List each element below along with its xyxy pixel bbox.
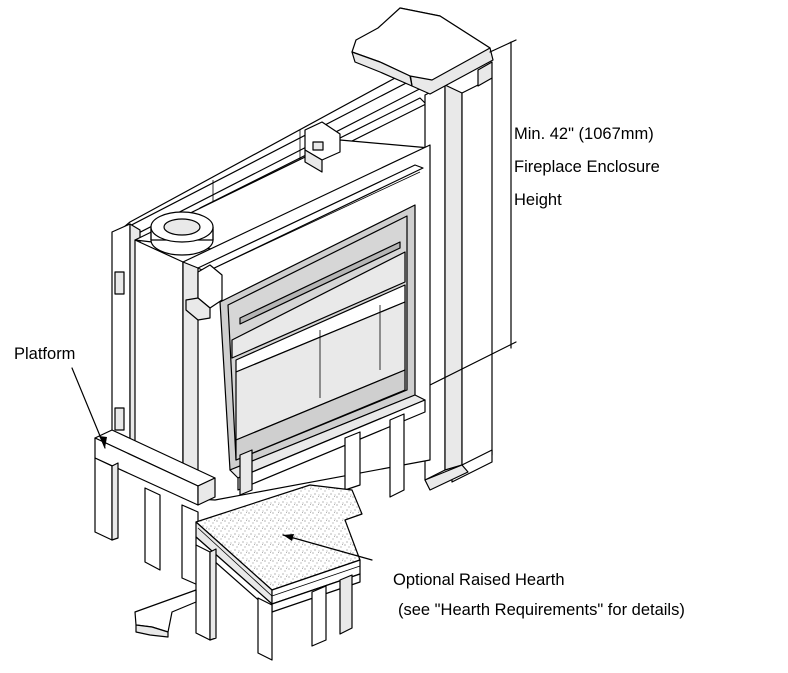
- raised-hearth: [134, 484, 363, 661]
- firebox: [219, 204, 426, 491]
- height-label-line1: Min. 42" (1067mm): [514, 125, 654, 143]
- hearth-label-line2: (see "Hearth Requirements" for details): [398, 601, 685, 619]
- hearth-arrowhead: [283, 534, 294, 541]
- platform-label: Platform: [14, 345, 75, 363]
- height-dimension: [429, 39, 517, 386]
- platform: [94, 413, 405, 586]
- height-label-line3: Height: [514, 191, 562, 209]
- height-label-line2: Fireplace Enclosure: [514, 158, 660, 176]
- leader-arrows: [71, 367, 373, 561]
- hearth-label-line1: Optional Raised Hearth: [393, 571, 565, 589]
- top-cut-panel: [351, 7, 494, 95]
- platform-arrowhead: [99, 436, 107, 448]
